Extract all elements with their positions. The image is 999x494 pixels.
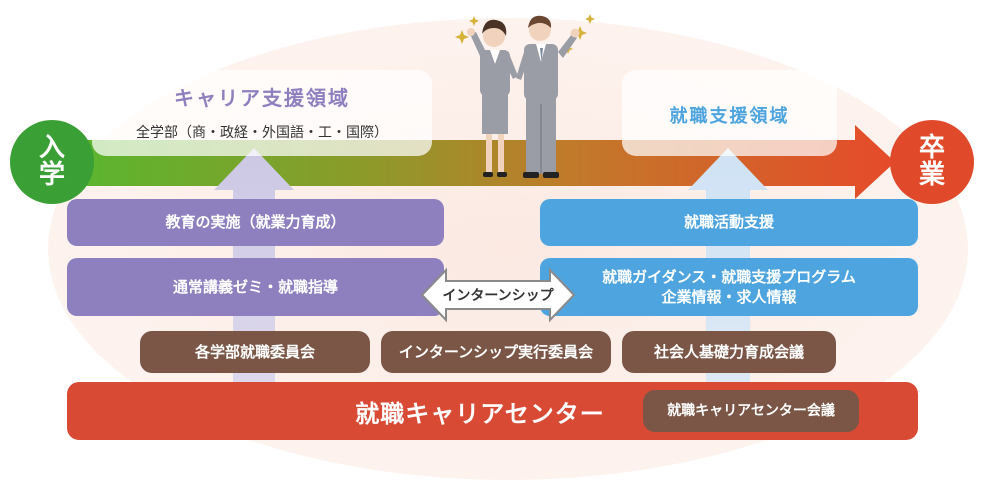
lecture-box: 通常講義ゼミ・就職指導: [67, 258, 444, 316]
end-label-1: 卒: [918, 132, 945, 163]
career-center-meeting-box: 就職キャリアセンター会議: [643, 390, 859, 432]
career-center-title: 就職キャリアセンター: [355, 400, 605, 428]
guidance-box: 就職ガイダンス・就職支援プログラム 企業情報・求人情報: [540, 258, 918, 316]
end-label-2: 業: [918, 160, 945, 190]
job-hunting-support-box: 就職活動支援: [540, 199, 918, 246]
man-figure: [516, 15, 580, 178]
internship-label: インターンシップ: [442, 288, 554, 304]
internship-committee-box: インターンシップ実行委員会: [381, 331, 611, 373]
start-circle: 入 学: [10, 120, 94, 204]
faculty-committee-box: 各学部就職委員会: [140, 331, 370, 373]
career-area-subtitle: 全学部（商・政経・外国語・工・国際）: [136, 125, 388, 141]
skills-committee-box: 社会人基礎力育成会議: [622, 331, 836, 373]
career-area-panel: [92, 70, 432, 156]
education-box: 教育の実施（就業力育成）: [67, 199, 444, 246]
end-circle: 卒 業: [890, 120, 974, 204]
internship-double-arrow: [420, 267, 576, 323]
students-illustration: [455, 14, 595, 178]
start-label-1: 入: [38, 132, 65, 163]
woman-figure: [467, 19, 518, 177]
job-area-panel: [622, 70, 837, 156]
job-area-title: 就職支援領域: [669, 106, 790, 127]
career-area-title: キャリア支援領域: [174, 86, 350, 110]
start-label-2: 学: [38, 160, 65, 190]
